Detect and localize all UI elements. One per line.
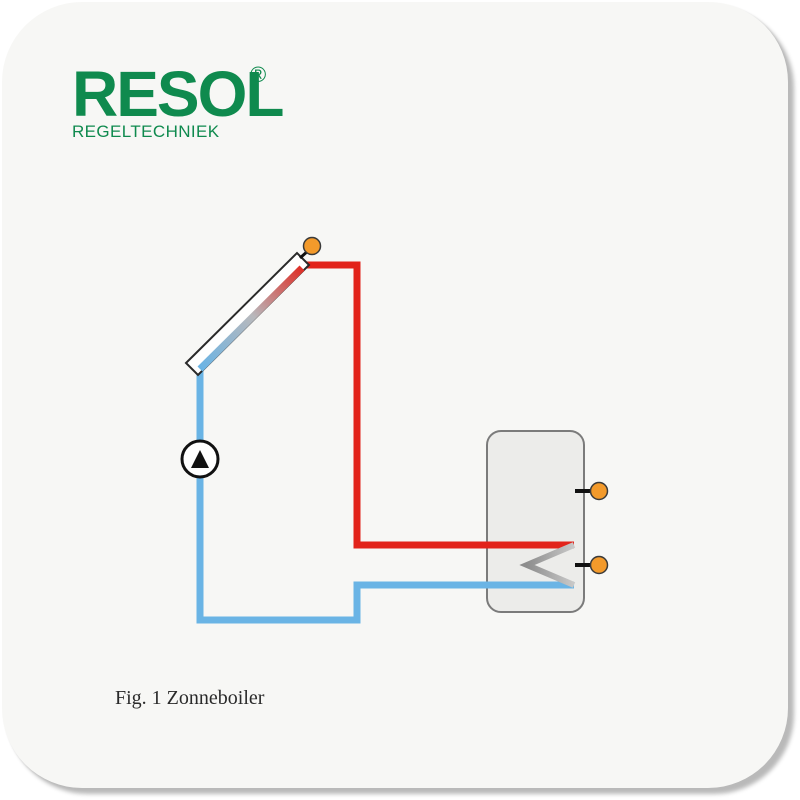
pump-icon [180, 439, 220, 479]
heat-exchanger-coil-icon [519, 542, 576, 588]
tank-upper-sensor-icon [575, 481, 609, 501]
figure-caption: Fig. 1 Zonneboiler [115, 687, 265, 709]
solar-system-diagram [180, 236, 609, 624]
storage-tank [486, 430, 585, 613]
resol-logo: RESOL ® REGELTECHNIEK [72, 62, 292, 152]
hot-flow-pipe [300, 261, 574, 549]
tank-lower-sensor-icon [575, 555, 609, 575]
logo-brand: RESOL [72, 58, 284, 130]
figure-card: RESOL ® REGELTECHNIEK [2, 2, 788, 788]
logo-registered-mark: ® [250, 62, 267, 87]
solar-collector [184, 251, 311, 377]
cold-return-pipe [196, 370, 574, 624]
logo-subtitle: REGELTECHNIEK [72, 122, 220, 141]
collector-sensor-icon [299, 236, 322, 260]
